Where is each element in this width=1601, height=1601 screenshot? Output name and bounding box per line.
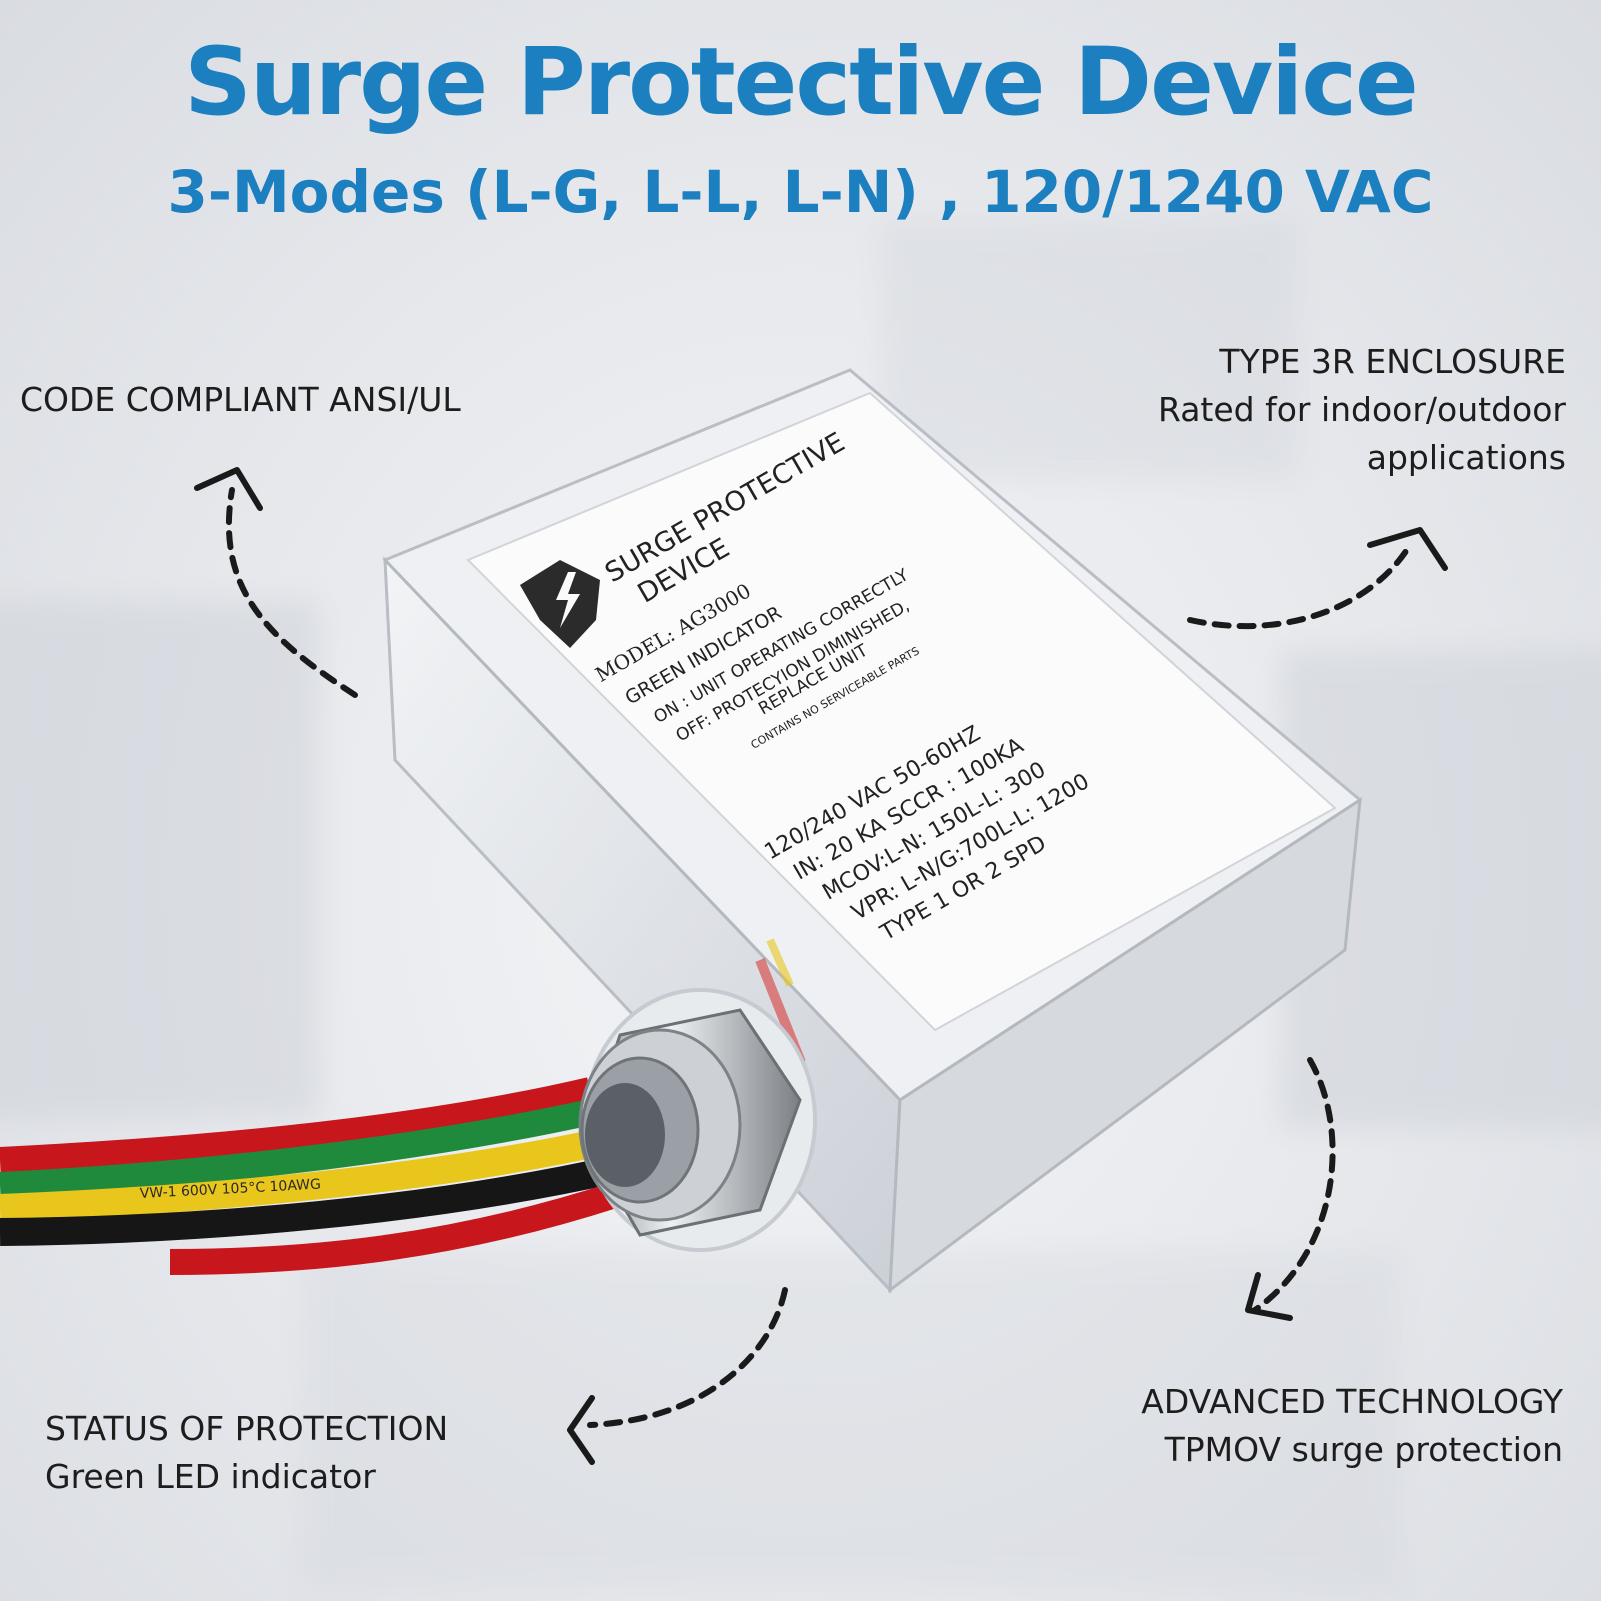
callout-arrows (225, 487, 1413, 1428)
callout-code-compliant: CODE COMPLIANT ANSI/UL (20, 376, 461, 424)
black-wire (0, 1156, 616, 1246)
page-title: Surge Protective Device (184, 28, 1419, 137)
shield-icon (520, 560, 600, 648)
device-enclosure: SURGE PROTECTIVE DEVICE MODEL: AG3000 GR… (382, 368, 1363, 1294)
callout-enclosure-line2: Rated for indoor/outdoor (1157, 390, 1566, 429)
red-wire-top (0, 1077, 593, 1173)
callout-technology-line1: ADVANCED TECHNOLOGY (1141, 1382, 1563, 1421)
yellow-wire (0, 1126, 614, 1222)
page-subtitle: 3-Modes (L-G, L-L, L-N) , 120/1240 VAC (167, 158, 1434, 226)
arrow-technology (1252, 1057, 1336, 1313)
arrowhead-enclosure (1367, 527, 1448, 571)
lightning-icon (556, 572, 580, 628)
arrowhead-code (194, 467, 263, 511)
callout-technology: ADVANCED TECHNOLOGY TPMOV surge protecti… (1141, 1378, 1563, 1474)
arrow-heads (194, 467, 1448, 1465)
callout-code-line1: CODE COMPLIANT ANSI/UL (20, 380, 461, 419)
wire-bundle: VW-1 600V 105°C 10AWG (0, 1077, 619, 1275)
conduit-fitting (578, 988, 817, 1252)
background-blur-shape (300, 1250, 1400, 1590)
callout-technology-line2: TPMOV surge protection (1164, 1430, 1563, 1469)
callout-enclosure-line1: TYPE 3R ENCLOSURE (1219, 342, 1566, 381)
arrow-code (225, 487, 358, 698)
arrowhead-technology (1245, 1272, 1293, 1321)
arrow-enclosure (1187, 542, 1413, 630)
red-wire-bottom (169, 1182, 619, 1275)
callout-status-line1: STATUS OF PROTECTION (45, 1409, 449, 1448)
background-blur-shape (0, 600, 320, 1120)
arrow-status (587, 1287, 788, 1428)
callout-status: STATUS OF PROTECTION Green LED indicator (45, 1405, 448, 1501)
callout-enclosure: TYPE 3R ENCLOSURE Rated for indoor/outdo… (1158, 338, 1566, 482)
green-wire (0, 1097, 603, 1198)
device-label (466, 391, 1337, 1032)
arrowhead-status (567, 1395, 595, 1465)
callout-status-line2: Green LED indicator (45, 1457, 376, 1496)
callout-enclosure-line3: applications (1366, 438, 1566, 477)
background-blur-shape (880, 220, 1300, 480)
